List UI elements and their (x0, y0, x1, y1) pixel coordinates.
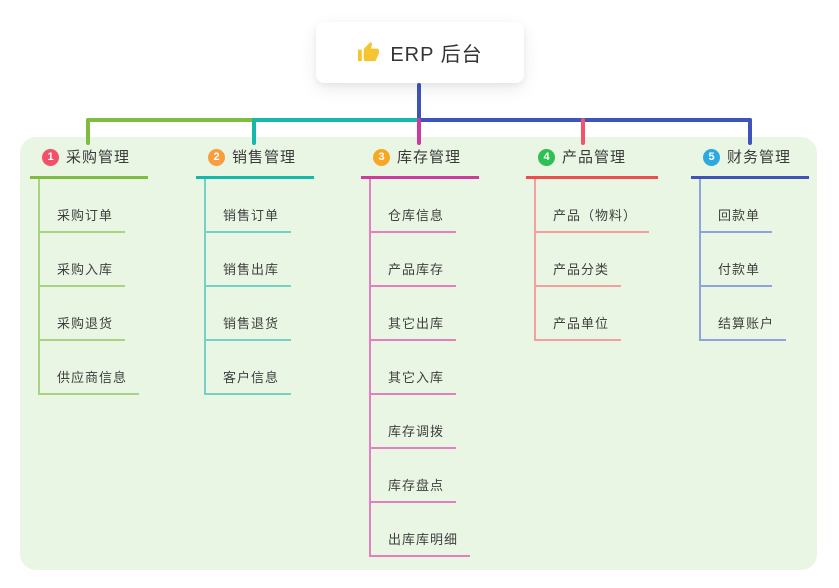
child-label[interactable]: 销售订单 (206, 205, 292, 233)
branch-title: 财务管理 (727, 149, 792, 166)
child-node: 采购入库 (40, 233, 148, 287)
child-label[interactable]: 产品库存 (371, 259, 457, 287)
branches-panel (20, 137, 817, 570)
child-node: 其它出库 (371, 287, 479, 341)
branch-number-badge: 4 (538, 149, 555, 166)
branch-title: 销售管理 (232, 149, 297, 166)
branch-number-badge: 3 (373, 149, 390, 166)
child-label[interactable]: 产品（物料） (536, 205, 650, 233)
connector-drop-branch-5 (748, 118, 752, 145)
child-node: 销售出库 (206, 233, 314, 287)
child-node: 出库库明细 (371, 503, 479, 557)
child-node: 付款单 (701, 233, 809, 287)
branch-children: 仓库信息 产品库存 其它出库 其它入库 库存调拨 库存盘点 出库库明细 (369, 179, 479, 557)
branch-number-badge: 5 (703, 149, 720, 166)
child-node: 产品库存 (371, 233, 479, 287)
branch-5: 5 财务管理 回款单 付款单 结算账户 (691, 147, 809, 341)
root-title: ERP 后台 (390, 44, 483, 66)
branch-3: 3 库存管理 仓库信息 产品库存 其它出库 其它入库 库存调拨 库存盘点 出库库… (361, 147, 479, 557)
branch-2: 2 销售管理 销售订单 销售出库 销售退货 客户信息 (196, 147, 314, 395)
child-node: 采购订单 (40, 179, 148, 233)
branch-children: 采购订单 采购入库 采购退货 供应商信息 (38, 179, 148, 395)
root-node-erp[interactable]: ERP 后台 (316, 22, 524, 83)
branch-header[interactable]: 3 库存管理 (361, 147, 479, 179)
child-node: 库存盘点 (371, 449, 479, 503)
child-label[interactable]: 回款单 (701, 205, 773, 233)
thumbs-up-icon (357, 41, 380, 64)
branch-header[interactable]: 1 采购管理 (30, 147, 148, 179)
child-label[interactable]: 其它出库 (371, 313, 457, 341)
child-node: 供应商信息 (40, 341, 148, 395)
branch-4: 4 产品管理 产品（物料） 产品分类 产品单位 (526, 147, 658, 341)
child-node: 结算账户 (701, 287, 809, 341)
child-label[interactable]: 出库库明细 (371, 529, 471, 557)
child-label[interactable]: 产品单位 (536, 313, 622, 341)
child-label[interactable]: 采购入库 (40, 259, 126, 287)
child-label[interactable]: 其它入库 (371, 367, 457, 395)
child-label[interactable]: 供应商信息 (40, 367, 140, 395)
connector-drop-branch-3 (417, 118, 421, 145)
connector-drop-branch-1 (86, 118, 90, 145)
child-label[interactable]: 客户信息 (206, 367, 292, 395)
child-node: 回款单 (701, 179, 809, 233)
child-node: 库存调拨 (371, 395, 479, 449)
child-label[interactable]: 销售退货 (206, 313, 292, 341)
child-node: 产品（物料） (536, 179, 658, 233)
child-label[interactable]: 采购订单 (40, 205, 126, 233)
child-node: 其它入库 (371, 341, 479, 395)
connector-root-drop (417, 83, 421, 120)
branch-header[interactable]: 4 产品管理 (526, 147, 658, 179)
child-node: 产品单位 (536, 287, 658, 341)
branch-number-badge: 2 (208, 149, 225, 166)
child-label[interactable]: 付款单 (701, 259, 773, 287)
branch-header[interactable]: 5 财务管理 (691, 147, 809, 179)
branch-title: 采购管理 (66, 149, 131, 166)
child-label[interactable]: 仓库信息 (371, 205, 457, 233)
child-label[interactable]: 采购退货 (40, 313, 126, 341)
branch-title: 库存管理 (397, 149, 462, 166)
child-node: 产品分类 (536, 233, 658, 287)
child-node: 仓库信息 (371, 179, 479, 233)
child-label[interactable]: 销售出库 (206, 259, 292, 287)
child-node: 销售订单 (206, 179, 314, 233)
branch-1: 1 采购管理 采购订单 采购入库 采购退货 供应商信息 (30, 147, 148, 395)
branch-title: 产品管理 (562, 149, 627, 166)
connector-drop-branch-2 (252, 118, 256, 145)
branch-children: 产品（物料） 产品分类 产品单位 (534, 179, 658, 341)
connector-drop-branch-4 (581, 118, 585, 145)
child-label[interactable]: 结算账户 (701, 313, 787, 341)
child-node: 销售退货 (206, 287, 314, 341)
branch-number-badge: 1 (42, 149, 59, 166)
child-label[interactable]: 产品分类 (536, 259, 622, 287)
child-node: 采购退货 (40, 287, 148, 341)
branch-children: 回款单 付款单 结算账户 (699, 179, 809, 341)
child-node: 客户信息 (206, 341, 314, 395)
branch-children: 销售订单 销售出库 销售退货 客户信息 (204, 179, 314, 395)
child-label[interactable]: 库存调拨 (371, 421, 457, 449)
connector-bus-mid (252, 118, 419, 122)
branch-header[interactable]: 2 销售管理 (196, 147, 314, 179)
connector-bus-left (86, 118, 256, 122)
child-label[interactable]: 库存盘点 (371, 475, 457, 503)
